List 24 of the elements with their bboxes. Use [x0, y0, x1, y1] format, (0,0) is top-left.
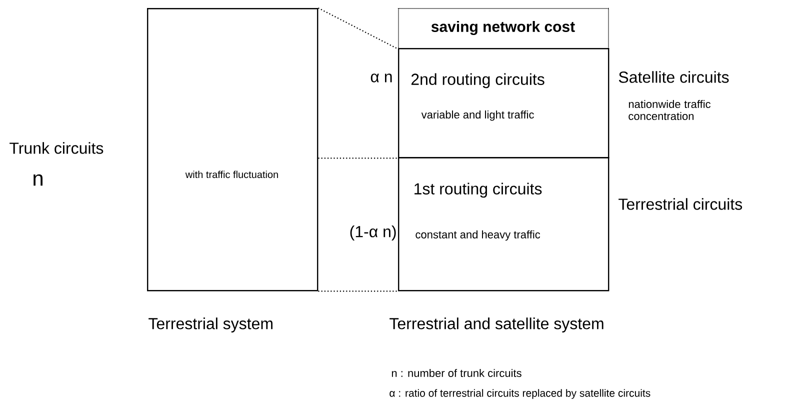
projection-line: [318, 8, 398, 50]
side-label: Trunk circuits: [10, 142, 104, 154]
box-text: constant and heavy traffic: [416, 230, 540, 241]
box-text: with traffic fluctuation: [185, 170, 278, 178]
variable-label: n: [34, 174, 42, 186]
legend-note: n : number of trunk circuits: [392, 368, 522, 378]
projection-line: [318, 158, 398, 159]
system-label: Terrestrial and satellite system: [390, 318, 604, 332]
cost-box: [398, 8, 609, 49]
box-title: 1st routing circuits: [414, 182, 542, 198]
system-box: [147, 8, 318, 292]
side-label: Terrestrial circuits: [618, 198, 742, 210]
system-label: Terrestrial system: [148, 318, 272, 332]
variable-label: α n: [370, 74, 392, 82]
circuit-box: [398, 157, 610, 292]
variable-label: (1-α n): [350, 226, 396, 240]
side-note: nationwide traffic concentration: [628, 100, 711, 120]
box-title: saving network cost: [431, 20, 575, 36]
circuit-box: [398, 48, 610, 158]
box-title: 2nd routing circuits: [411, 73, 544, 88]
box-text: variable and light traffic: [421, 110, 534, 121]
side-label: Satellite circuits: [618, 71, 729, 83]
legend-note: α : ratio of terrestrial circuits replaced by satellite circuits: [390, 389, 650, 399]
projection-line: [318, 290, 398, 292]
